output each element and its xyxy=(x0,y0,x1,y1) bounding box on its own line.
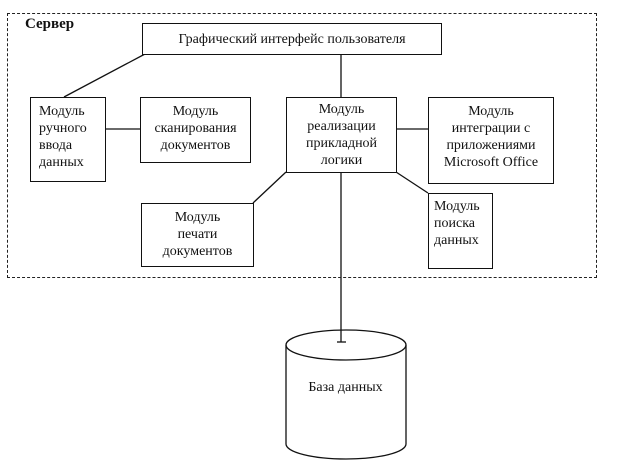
manual-input-line-3: ввода xyxy=(39,138,73,153)
manual-input-line-4: данных xyxy=(39,155,84,170)
ms-office-module-box: Модуль интеграции с приложениями Microso… xyxy=(428,97,554,184)
logic-module-box: Модуль реализации прикладной логики xyxy=(286,97,397,173)
server-frame xyxy=(7,13,597,278)
search-line-2: поиска xyxy=(434,216,476,231)
printing-module-box: Модуль печати документов xyxy=(141,203,254,267)
ms-office-line-1: Модуль xyxy=(468,104,514,119)
search-line-3: данных xyxy=(434,233,479,248)
search-module-box: Модуль поиска данных xyxy=(428,193,493,269)
printing-line-2: печати xyxy=(177,227,218,242)
database-label: База данных xyxy=(308,380,383,395)
gui-box: Графический интерфейс пользователя xyxy=(142,23,442,55)
ms-office-line-2: интеграции с xyxy=(451,121,531,136)
scanning-module-box: Модуль сканирования документов xyxy=(140,97,251,163)
server-label: Сервер xyxy=(25,16,75,32)
ms-office-line-3: приложениями xyxy=(446,138,536,153)
printing-line-1: Модуль xyxy=(174,210,221,225)
scanning-line-1: Модуль xyxy=(172,104,219,119)
scanning-line-2: сканирования xyxy=(154,121,237,136)
search-line-1: Модуль xyxy=(434,199,480,214)
gui-label: Графический интерфейс пользователя xyxy=(178,31,406,47)
database-cylinder xyxy=(285,329,407,460)
ms-office-line-4: Microsoft Office xyxy=(443,155,539,170)
connector-logic-search xyxy=(395,171,429,194)
logic-line-1: Модуль xyxy=(318,102,365,117)
scanning-line-3: документов xyxy=(160,138,231,153)
manual-input-module-box: Модуль ручного ввода данных xyxy=(30,97,106,182)
connector-gui-manual xyxy=(63,53,146,98)
connector-logic-printing xyxy=(252,171,287,204)
logic-line-4: логики xyxy=(320,153,363,168)
printing-line-3: документов xyxy=(162,244,233,259)
logic-line-3: прикладной xyxy=(305,136,378,151)
manual-input-line-2: ручного xyxy=(39,121,87,136)
logic-line-2: реализации xyxy=(307,119,376,134)
manual-input-line-1: Модуль xyxy=(39,104,85,119)
